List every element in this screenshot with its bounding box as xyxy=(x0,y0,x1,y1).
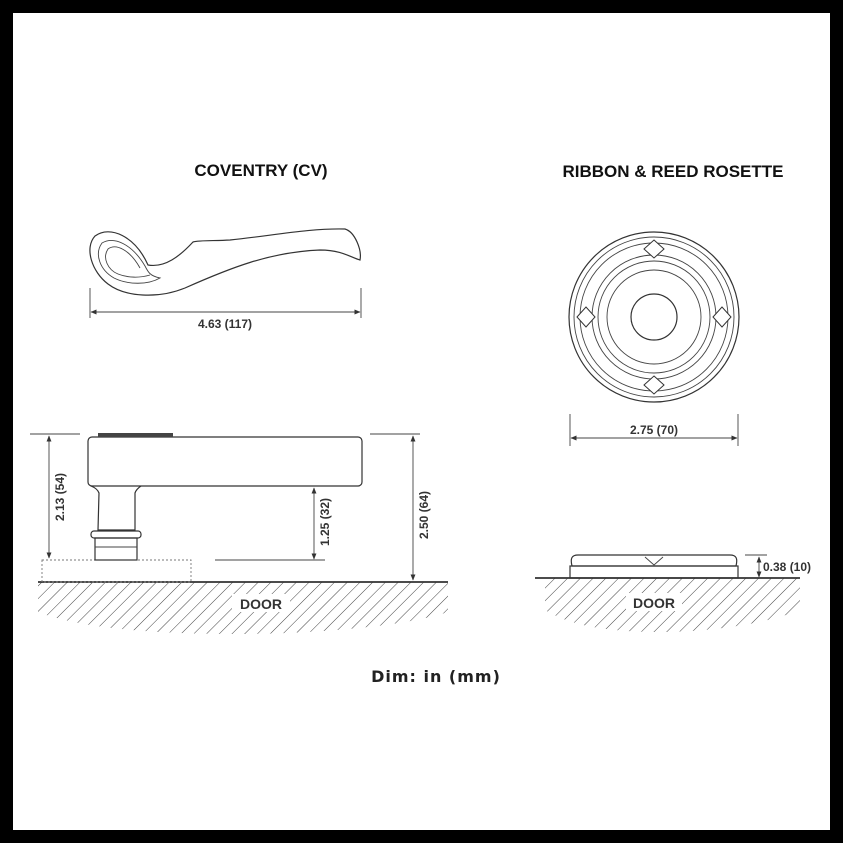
spindle-hole xyxy=(630,293,678,341)
lever-side-view: DOOR xyxy=(38,433,448,634)
rosette-reed-ornament-top xyxy=(643,239,665,259)
lever-length-label: 4.63 (117) xyxy=(198,317,252,331)
units-note: Dim: in (mm) xyxy=(371,667,501,686)
lever-height-label: 2.13 (54) xyxy=(53,473,67,521)
lever-top-view xyxy=(89,228,361,296)
canvas-background xyxy=(13,13,830,830)
lever-length-dimension: 4.63 (117) xyxy=(89,288,362,331)
lever-dimensions: 2.13 (54) 1.25 (32) 2.50 (64) xyxy=(30,433,431,581)
rosette-reed-ornament-left xyxy=(576,306,596,328)
lever-title: COVENTRY (CV) xyxy=(194,161,327,180)
lever-projection-label: 2.50 (64) xyxy=(417,491,431,539)
rosette-reed-ornament-bottom xyxy=(643,375,665,395)
rosette-door-label: DOOR xyxy=(633,595,675,611)
rosette-title: RIBBON & REED ROSETTE xyxy=(562,162,783,181)
rosette-outline xyxy=(41,559,192,583)
rosette-reed-ornament-right xyxy=(712,306,732,328)
rosette-thickness-label: 0.38 (10) xyxy=(763,560,811,574)
lever-clearance-label: 1.25 (32) xyxy=(318,498,332,546)
lever-door-label: DOOR xyxy=(240,596,282,612)
rosette-side-view: DOOR xyxy=(535,554,800,632)
rosette-diameter-dimension: 2.75 (70) xyxy=(569,414,739,446)
rosette-front-view xyxy=(568,231,740,403)
rosette-diameter-label: 2.75 (70) xyxy=(630,423,678,437)
rosette-thickness-dimension: 0.38 (10) xyxy=(745,554,811,578)
